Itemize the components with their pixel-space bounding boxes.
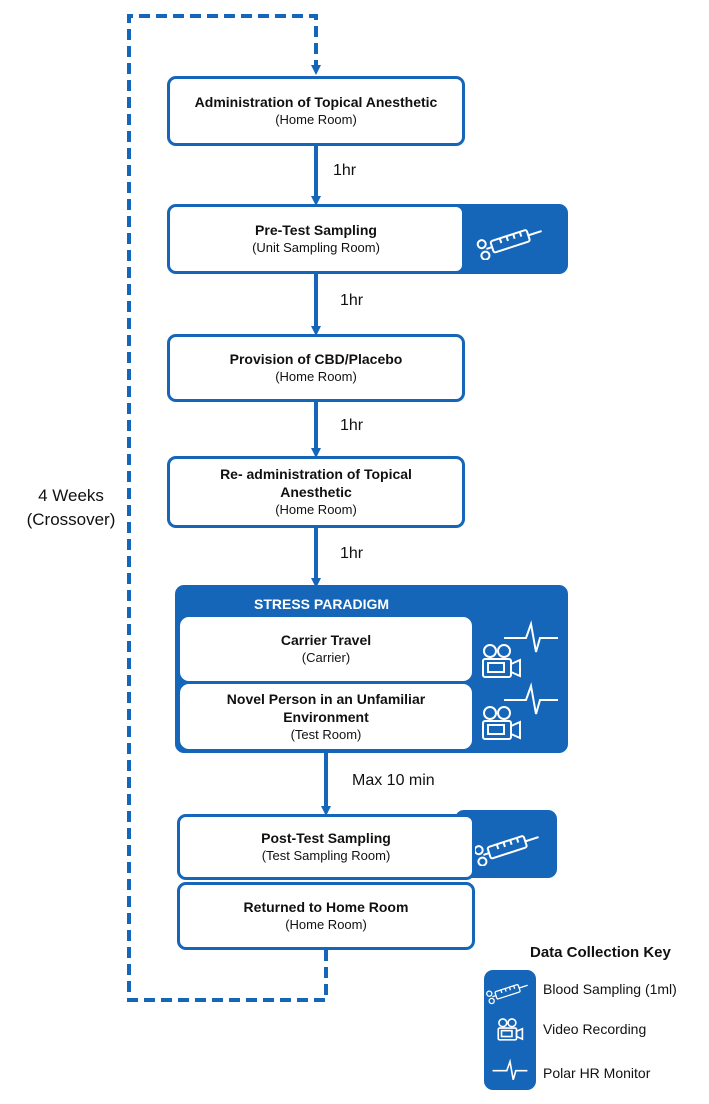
step-location: (Unit Sampling Room) xyxy=(252,240,380,255)
heart-rate-icon xyxy=(492,1058,528,1080)
step-location: (Carrier) xyxy=(301,650,351,665)
step-pretest: Pre-Test Sampling (Unit Sampling Room) xyxy=(167,204,465,274)
interval-label: 1hr xyxy=(340,417,364,434)
interval-label: Max 10 min xyxy=(352,772,435,789)
step-returned: Returned to Home Room (Home Room) xyxy=(177,882,475,950)
step-cbd: Provision of CBD/Placebo (Home Room) xyxy=(167,334,465,402)
interval-label: 1hr xyxy=(340,545,364,562)
loop-label-line1: 4 Weeks xyxy=(38,486,104,505)
interval-label: 1hr xyxy=(340,292,364,309)
step-novel-person: Novel Person in an Unfamiliar Environmen… xyxy=(180,684,472,749)
key-label-video: Video Recording xyxy=(543,1021,647,1037)
syringe-icon xyxy=(476,229,542,260)
step-title: Pre-Test Sampling xyxy=(255,222,377,238)
video-camera-icon xyxy=(482,706,521,740)
heart-rate-icon xyxy=(504,620,558,653)
step-title-line2: Environment xyxy=(283,708,369,725)
step-title-line1: Novel Person in an Unfamiliar xyxy=(226,690,426,707)
video-camera-icon xyxy=(482,644,521,678)
step-title: Provision of CBD/Placebo xyxy=(229,351,403,367)
step-location: (Home Room) xyxy=(275,502,357,517)
video-camera-icon xyxy=(497,1018,524,1041)
syringe-icon xyxy=(486,984,528,1005)
step-carrier-travel: Carrier Travel (Carrier) xyxy=(180,617,472,681)
syringe-icon xyxy=(473,835,539,866)
step-readmin: Re- administration of Topical Anesthetic… xyxy=(167,456,465,528)
key-label-blood: Blood Sampling (1ml) xyxy=(543,981,677,997)
key-title: Data Collection Key xyxy=(530,944,671,961)
step-location: (Test Room) xyxy=(290,726,362,742)
step-location: (Home Room) xyxy=(275,369,357,384)
interval-label: 1hr xyxy=(333,162,357,179)
step-title-line2: Anesthetic xyxy=(280,484,352,500)
step-title: Carrier Travel xyxy=(280,632,372,648)
step-location: (Test Sampling Room) xyxy=(261,848,391,863)
step-title: Post-Test Sampling xyxy=(261,830,391,846)
step-admin-topical: Administration of Topical Anesthetic (Ho… xyxy=(167,76,465,146)
loop-label-line2: (Crossover) xyxy=(26,510,116,529)
step-posttest: Post-Test Sampling (Test Sampling Room) xyxy=(177,814,475,880)
step-title: Administration of Topical Anesthetic xyxy=(194,94,438,110)
step-location: (Home Room) xyxy=(285,917,367,932)
heart-rate-icon xyxy=(504,682,558,715)
step-location: (Home Room) xyxy=(275,112,357,127)
stress-paradigm-title: STRESS PARADIGM xyxy=(254,596,390,612)
step-title: Returned to Home Room xyxy=(243,899,409,915)
step-title-line1: Re- administration of Topical xyxy=(220,466,412,482)
key-label-hr: Polar HR Monitor xyxy=(543,1065,651,1081)
crossover-loop xyxy=(127,14,328,1002)
loop-label: 4 Weeks (Crossover) xyxy=(20,484,122,532)
